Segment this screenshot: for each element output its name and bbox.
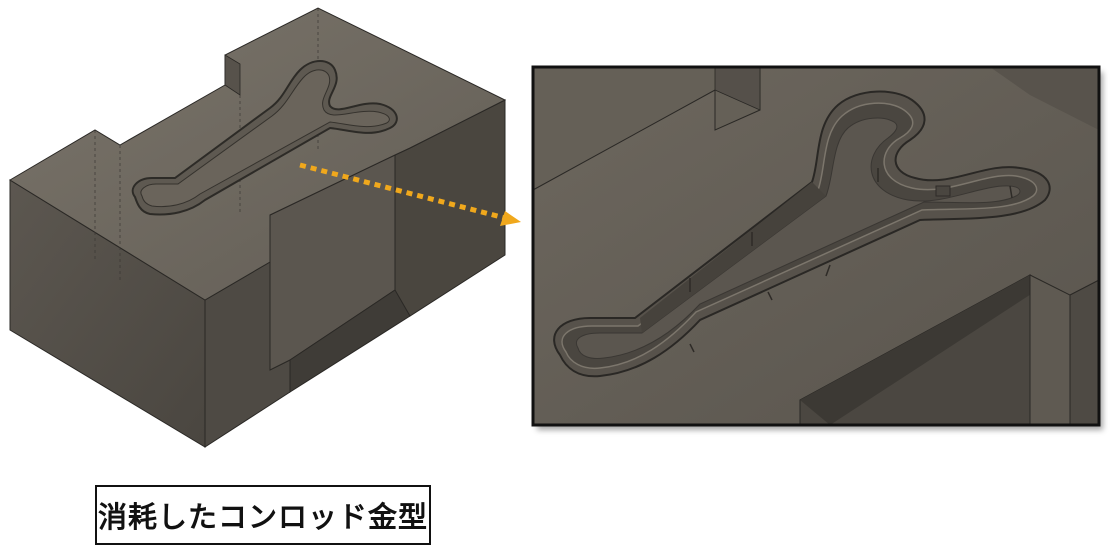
zoom-notch-shadow bbox=[800, 275, 1045, 425]
square-mark bbox=[935, 185, 951, 197]
pointer-arrow bbox=[299, 162, 521, 226]
zoom-frame bbox=[531, 65, 1101, 427]
caption-box: 消耗したコンロッド金型 bbox=[95, 485, 431, 545]
mold-3d-view bbox=[9, 7, 507, 448]
zoom-far-face bbox=[990, 67, 1099, 130]
zoom-right-face bbox=[1069, 279, 1099, 425]
conrod-cavity-large bbox=[553, 90, 1051, 378]
caption-label: 消耗したコンロッド金型 bbox=[97, 500, 428, 534]
zoom-notch-side bbox=[1029, 274, 1071, 425]
arrow-head-icon bbox=[500, 211, 521, 226]
zoom-content bbox=[533, 67, 1099, 425]
wear-marks bbox=[689, 168, 1013, 353]
zoom-back-step bbox=[533, 67, 761, 191]
conrod-cavity-small bbox=[131, 60, 398, 216]
zoom-back-step-face bbox=[714, 67, 761, 111]
